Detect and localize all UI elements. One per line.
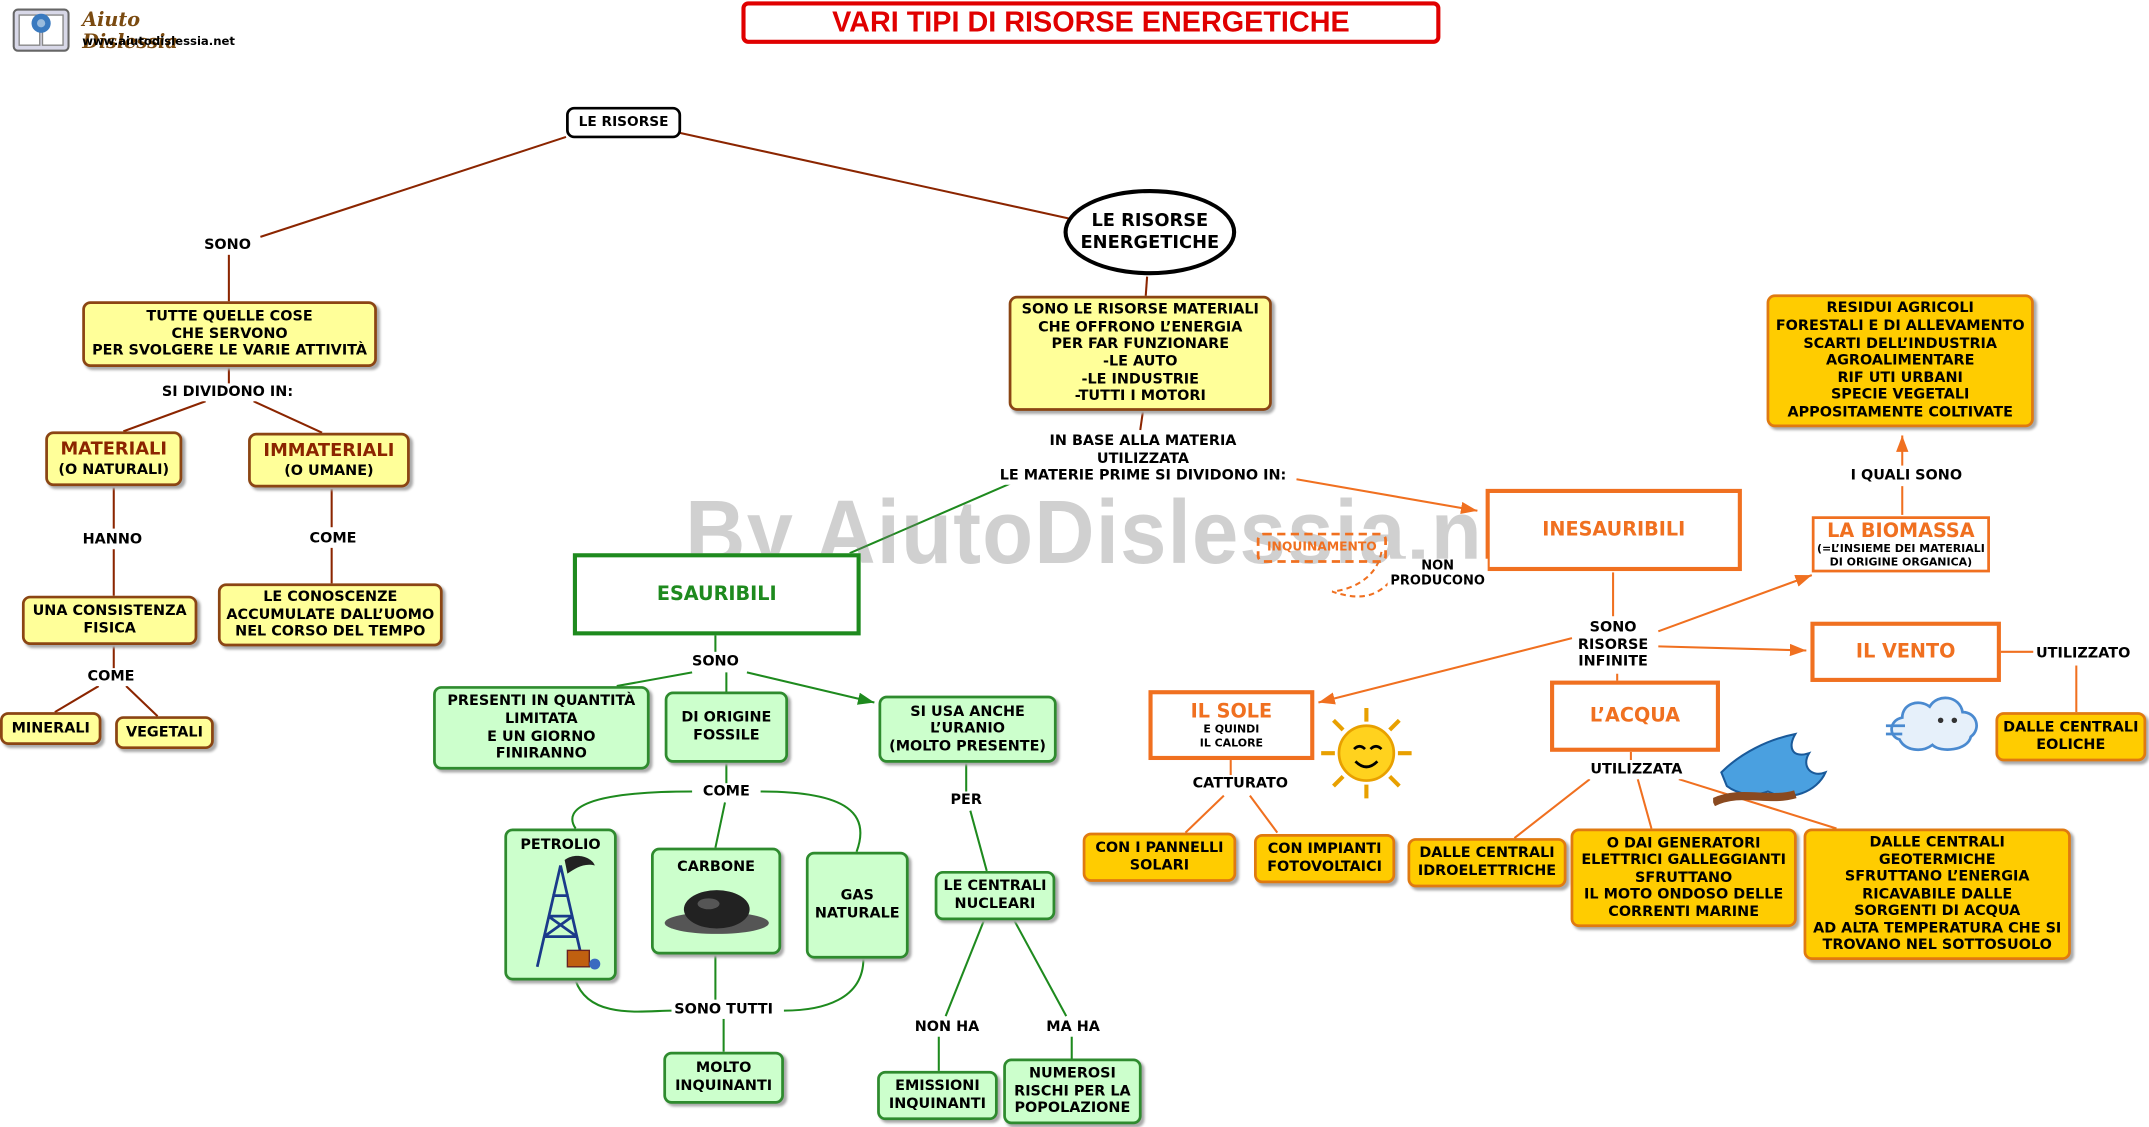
label-ma-ha: MA HA [1043,1018,1103,1037]
energy-definition: SONO LE RISORSE MATERIALI CHE OFFRONO L’… [1008,295,1272,411]
vegetali-node: VEGETALI [115,716,214,750]
petrolio-label: PETROLIO [520,836,601,854]
inesauribili-node: INESAURIBILI [1485,488,1742,572]
label-per: PER [947,791,985,809]
sole-subtitle: E QUINDI IL CALORE [1199,723,1264,749]
vento-node: IL VENTO [1810,621,2001,682]
materiali-subtitle: (O NATURALI) [58,460,170,478]
label-come-immateriali: COME [306,529,360,548]
oil-derrick-icon [535,855,601,969]
gas-naturale-node: GAS NATURALE [805,851,909,959]
root-node: LE RISORSE [566,106,682,139]
acqua-node: L’ACQUA [1550,680,1720,752]
galleggianti-node: O DAI GENERATORI ELETTRICI GALLEGGIANTI … [1570,828,1797,928]
wind-cloud-icon [1885,696,1978,752]
inquinamento-node: INQUINAMENTO [1256,532,1387,563]
label-non-producono: NON PRODUCONO [1387,558,1488,590]
book-logo-icon [12,8,70,52]
label-non-ha: NON HA [912,1018,983,1037]
logo: Aiuto Dislessia www.aiutodislessia.net [11,4,235,54]
conoscenze-node: LE CONOSCENZE ACCUMULATE DALL’UOMO NEL C… [217,583,443,647]
pannelli-solari-node: CON I PANNELLI SOLARI [1082,832,1237,882]
label-utilizzato: UTILIZZATO [2033,644,2134,663]
rischi-node: NUMEROSI RISCHI PER LA POPOLAZIONE [1003,1058,1142,1125]
label-si-dividono: SI DIVIDONO IN: [159,383,296,401]
biomassa-subtitle: (=L’INSIEME DEI MATERIALI DI ORIGINE ORG… [1816,542,1985,569]
energy-resources-node: LE RISORSE ENERGETICHE [1063,188,1237,276]
origine-fossile-node: DI ORIGINE FOSSILE [664,691,789,763]
logo-url: www.aiutodislessia.net [82,35,235,50]
biomassa-title: LA BIOMASSA [1827,519,1975,542]
coal-pile-icon [664,889,769,934]
centrali-nucleari-node: LE CENTRALI NUCLEARI [934,870,1056,921]
page-title: VARI TIPI DI RISORSE ENERGETICHE [741,1,1441,44]
immateriali-node: IMMATERIALI (O UMANE) [248,432,410,488]
materiali-node: MATERIALI (O NATURALI) [45,431,183,487]
label-sono-tutti: SONO TUTTI [671,1001,776,1019]
eoliche-node: DALLE CENTRALI EOLICHE [1995,712,2147,762]
label-sono-esauribili: SONO [689,653,742,671]
idroelettriche-node: DALLE CENTRALI IDROELETTRICHE [1407,838,1567,888]
sole-title: IL SOLE [1190,700,1273,723]
molto-inquinanti-node: MOLTO INQUINANTI [663,1051,784,1104]
resources-definition: TUTTE QUELLE COSE CHE SERVONO PER SVOLGE… [82,301,377,367]
label-i-quali-sono: I QUALI SONO [1847,466,1965,485]
immateriali-title: IMMATERIALI [263,440,395,462]
emissioni-node: EMISSIONI INQUINANTI [877,1070,998,1121]
logo-name: Aiuto Dislessia [82,9,178,54]
carbone-node: CARBONE [650,847,782,955]
fotovoltaici-node: CON IMPIANTI FOTOVOLTAICI [1254,833,1396,884]
esauribili-node: ESAURIBILI [572,553,861,636]
uranio-node: SI USA ANCHE L’URANIO (MOLTO PRESENTE) [878,695,1057,763]
immateriali-subtitle: (O UMANE) [284,462,374,479]
label-sono: SONO [201,236,254,255]
minerali-node: MINERALI [0,712,102,745]
label-utilizzata: UTILIZZATA [1587,761,1686,779]
label-come-materiali: COME [84,668,138,686]
quantita-limitata-node: PRESENTI IN QUANTITÀ LIMITATA E UN GIORN… [433,686,650,770]
label-sono-infinite: SONO RISORSE INFINITE [1575,618,1651,671]
label-in-base: IN BASE ALLA MATERIA UTILIZZATA LE MATER… [996,432,1290,485]
sun-icon [1321,707,1412,799]
label-catturato: CATTURATO [1189,775,1291,793]
consistenza-node: UNA CONSISTENZA FISICA [21,595,198,645]
geotermiche-node: DALLE CENTRALI GEOTERMICHE SFRUTTANO L’E… [1803,828,2071,960]
label-come-fossile: COME [700,783,753,801]
carbone-label: CARBONE [677,858,756,876]
water-wave-icon [1713,732,1828,807]
residui-node: RESIDUI AGRICOLI FORESTALI E DI ALLEVAME… [1766,294,2034,428]
biomassa-node: LA BIOMASSA (=L’INSIEME DEI MATERIALI DI… [1811,516,1990,573]
materiali-title: MATERIALI [60,439,168,460]
label-hanno: HANNO [79,531,145,549]
sole-node: IL SOLE E QUINDI IL CALORE [1148,690,1315,761]
petrolio-node: PETROLIO [504,828,617,981]
